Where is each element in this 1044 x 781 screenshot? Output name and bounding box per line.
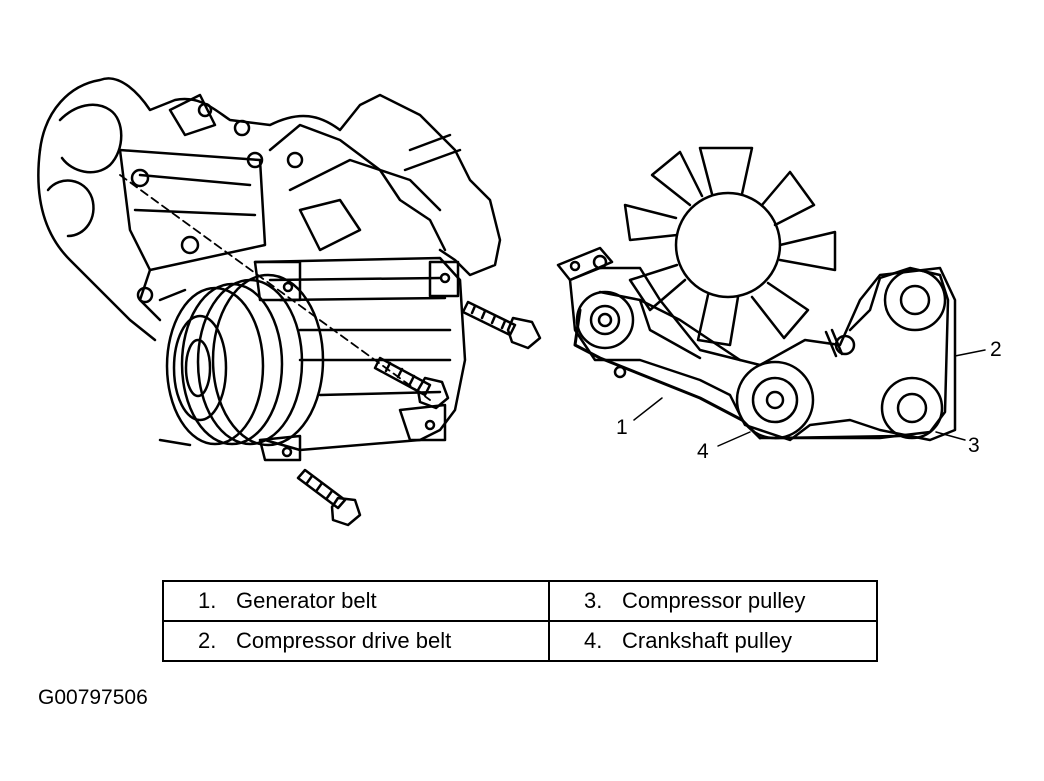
- legend-number: 1.: [198, 588, 217, 613]
- cooling-fan: [623, 146, 837, 347]
- callout-1: 1: [616, 416, 628, 439]
- callout-3: 3: [968, 434, 980, 457]
- legend-number: 4.: [584, 628, 603, 653]
- legend-cell: 3. Compressor pulley: [548, 580, 878, 622]
- legend-number: 2.: [198, 628, 217, 653]
- legend-row: 1. Generator belt 3. Compressor pulley: [162, 580, 878, 622]
- legend-cell: 2. Compressor drive belt: [162, 620, 550, 662]
- callout-4: 4: [697, 440, 709, 463]
- callout-2: 2: [990, 338, 1002, 361]
- figure-id: G00797506: [38, 686, 148, 709]
- legend-label: Compressor drive belt: [236, 628, 452, 653]
- engine-compressor-illustration: [37, 77, 542, 527]
- legend-number: 3.: [584, 588, 603, 613]
- legend-row: 2. Compressor drive belt 4. Crankshaft pul…: [162, 620, 878, 662]
- legend-cell: 1. Generator belt: [162, 580, 550, 622]
- legend-cell: 4. Crankshaft pulley: [548, 620, 878, 662]
- legend-label: Compressor pulley: [622, 588, 806, 613]
- belt-routing-diagram: [556, 146, 986, 447]
- legend-label: Crankshaft pulley: [622, 628, 792, 653]
- legend-label: Generator belt: [236, 588, 377, 613]
- legend-table: 1. Generator belt 3. Compressor pulley 2. C…: [162, 580, 878, 662]
